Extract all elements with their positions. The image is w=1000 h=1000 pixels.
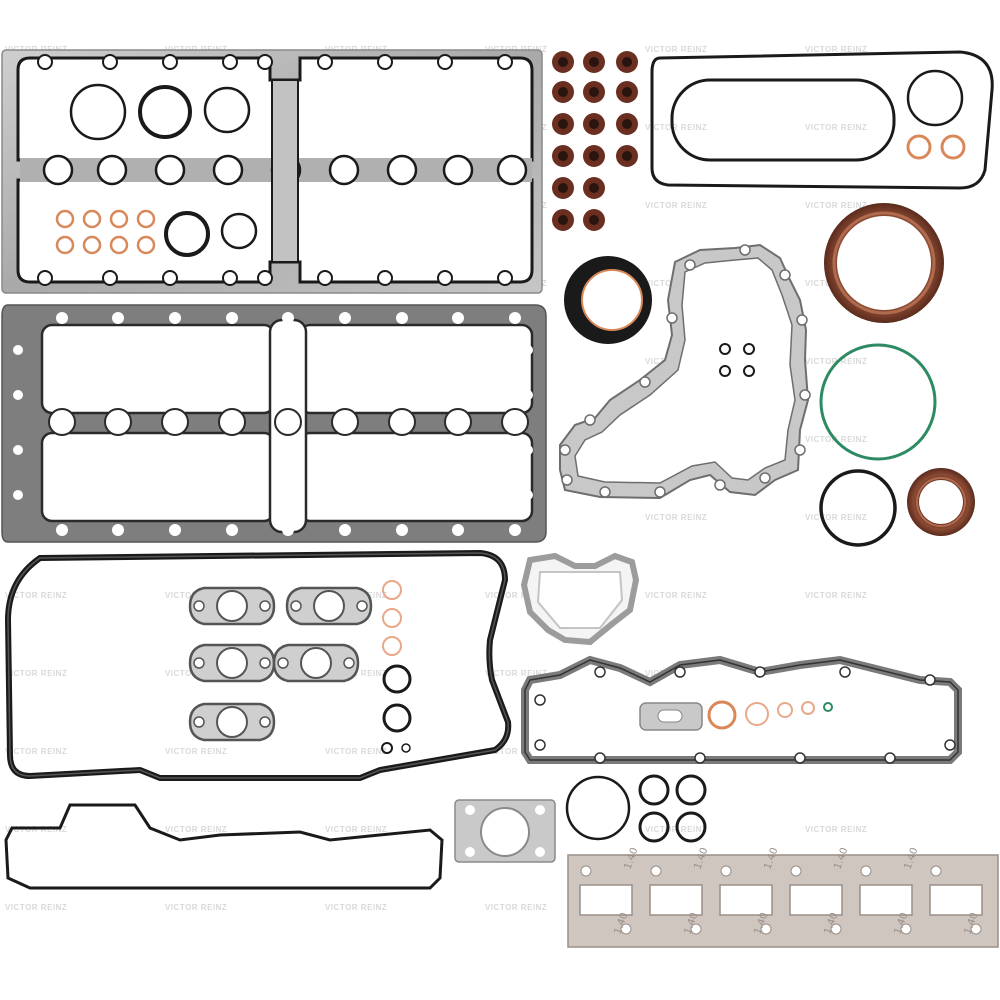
watermark-text: VICTOR REINZ [645, 123, 707, 132]
front-crank-seal [824, 203, 944, 323]
watermark-text: VICTOR REINZ [645, 591, 707, 600]
watermark-text: VICTOR REINZ [805, 123, 867, 132]
watermark-text: VICTOR REINZ [645, 513, 707, 522]
watermark-text: VICTOR REINZ [165, 825, 227, 834]
flange-gasket [285, 586, 373, 626]
o-ring [220, 212, 258, 250]
watermark-text: VICTOR REINZ [5, 669, 67, 678]
watermark-text: VICTOR REINZ [805, 201, 867, 210]
green-o-ring [819, 343, 937, 461]
o-ring [138, 85, 192, 139]
watermark-text: VICTOR REINZ [485, 747, 547, 756]
rubber-cover-gasket [650, 50, 994, 190]
flange-gasket [188, 643, 276, 683]
flange-gasket [272, 643, 360, 683]
watermark-text: VICTOR REINZ [165, 903, 227, 912]
watermark-text: VICTOR REINZ [485, 669, 547, 678]
watermark-text: VICTOR REINZ [805, 825, 867, 834]
watermark-text: VICTOR REINZ [485, 903, 547, 912]
o-ring [69, 83, 127, 141]
small-washers [381, 580, 412, 754]
watermark-text: VICTOR REINZ [325, 747, 387, 756]
exhaust-flange-gaskets [188, 586, 373, 742]
turbo-flange-gasket [454, 799, 556, 863]
watermark-text: VICTOR REINZ [5, 747, 67, 756]
flange-gasket [188, 702, 276, 742]
intake-manifold-gasket [521, 655, 962, 764]
watermark-text: VICTOR REINZ [325, 903, 387, 912]
rocker-cover-seal [4, 803, 444, 890]
watermark-text: VICTOR REINZ [165, 747, 227, 756]
cylinder-head-gasket [1, 304, 547, 543]
watermark-text: VICTOR REINZ [805, 513, 867, 522]
o-ring [203, 86, 251, 134]
watermark-text: VICTOR REINZ [485, 591, 547, 600]
watermark-text: VICTOR REINZ [805, 591, 867, 600]
valve-stem-seals [552, 51, 638, 231]
valve-cover-bead [20, 79, 532, 263]
watermark-text: VICTOR REINZ [325, 825, 387, 834]
oil-pan-gasket [4, 549, 512, 781]
flange-gasket [188, 586, 276, 626]
rear-crank-seal [907, 468, 975, 536]
o-ring-set [565, 774, 707, 843]
bolt-holes [37, 54, 513, 286]
watermark-text: VICTOR REINZ [645, 201, 707, 210]
timing-oil-seal [564, 256, 652, 344]
watermark-text: VICTOR REINZ [645, 45, 707, 54]
copper-washers [55, 209, 156, 255]
watermark-text: VICTOR REINZ [5, 591, 67, 600]
o-ring [164, 211, 210, 257]
valve-cover-gasket [1, 49, 543, 294]
o-ring [819, 469, 897, 547]
front-cover-gasket [559, 243, 811, 500]
watermark-text: VICTOR REINZ [5, 903, 67, 912]
turbo-gasket [520, 552, 640, 646]
watermark-text: VICTOR REINZ [805, 45, 867, 54]
